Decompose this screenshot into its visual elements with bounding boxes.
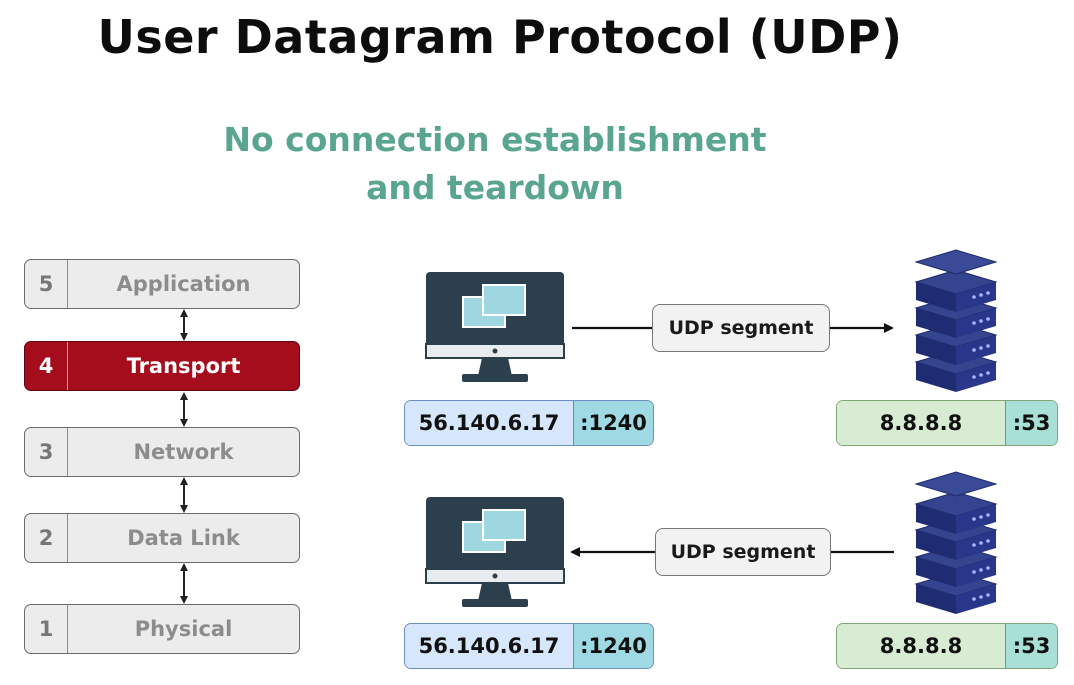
layer-name: Network (133, 440, 234, 464)
client-ip: 56.140.6.17 (405, 624, 573, 668)
subtitle: No connection establishment and teardown (0, 116, 990, 212)
client-port: :1240 (573, 401, 653, 445)
osi-layer-network: 3 Network (24, 427, 300, 477)
server-address: 8.8.8.8 :53 (836, 623, 1058, 669)
subtitle-line-1: No connection establishment (223, 120, 767, 159)
udp-segment-label: UDP segment (655, 528, 831, 576)
client-address: 56.140.6.17 :1240 (404, 400, 654, 446)
desktop-computer-icon (425, 271, 565, 383)
desktop-computer-icon (425, 496, 565, 608)
layer-name: Transport (126, 354, 241, 378)
client-address: 56.140.6.17 :1240 (404, 623, 654, 669)
server-ip: 8.8.8.8 (837, 401, 1005, 445)
server-ip: 8.8.8.8 (837, 624, 1005, 668)
osi-layer-transport: 4 Transport (24, 341, 300, 391)
layer-number: 1 (25, 605, 68, 653)
udp-segment-label: UDP segment (652, 304, 830, 352)
page-title: User Datagram Protocol (UDP) (97, 10, 903, 64)
server-stack-icon (914, 249, 998, 393)
layer-number: 2 (25, 514, 68, 562)
client-port: :1240 (573, 624, 653, 668)
server-address: 8.8.8.8 :53 (836, 400, 1058, 446)
layer-name: Data Link (127, 526, 240, 550)
layer-number: 5 (25, 260, 68, 308)
server-port: :53 (1005, 401, 1057, 445)
layer-name: Physical (134, 617, 233, 641)
osi-layer-data-link: 2 Data Link (24, 513, 300, 563)
layer-number: 4 (25, 342, 68, 390)
client-ip: 56.140.6.17 (405, 401, 573, 445)
osi-layer-application: 5 Application (24, 259, 300, 309)
osi-layer-physical: 1 Physical (24, 604, 300, 654)
layer-name: Application (116, 272, 251, 296)
subtitle-line-2: and teardown (366, 168, 624, 207)
server-stack-icon (914, 471, 998, 615)
layer-number: 3 (25, 428, 68, 476)
server-port: :53 (1005, 624, 1057, 668)
